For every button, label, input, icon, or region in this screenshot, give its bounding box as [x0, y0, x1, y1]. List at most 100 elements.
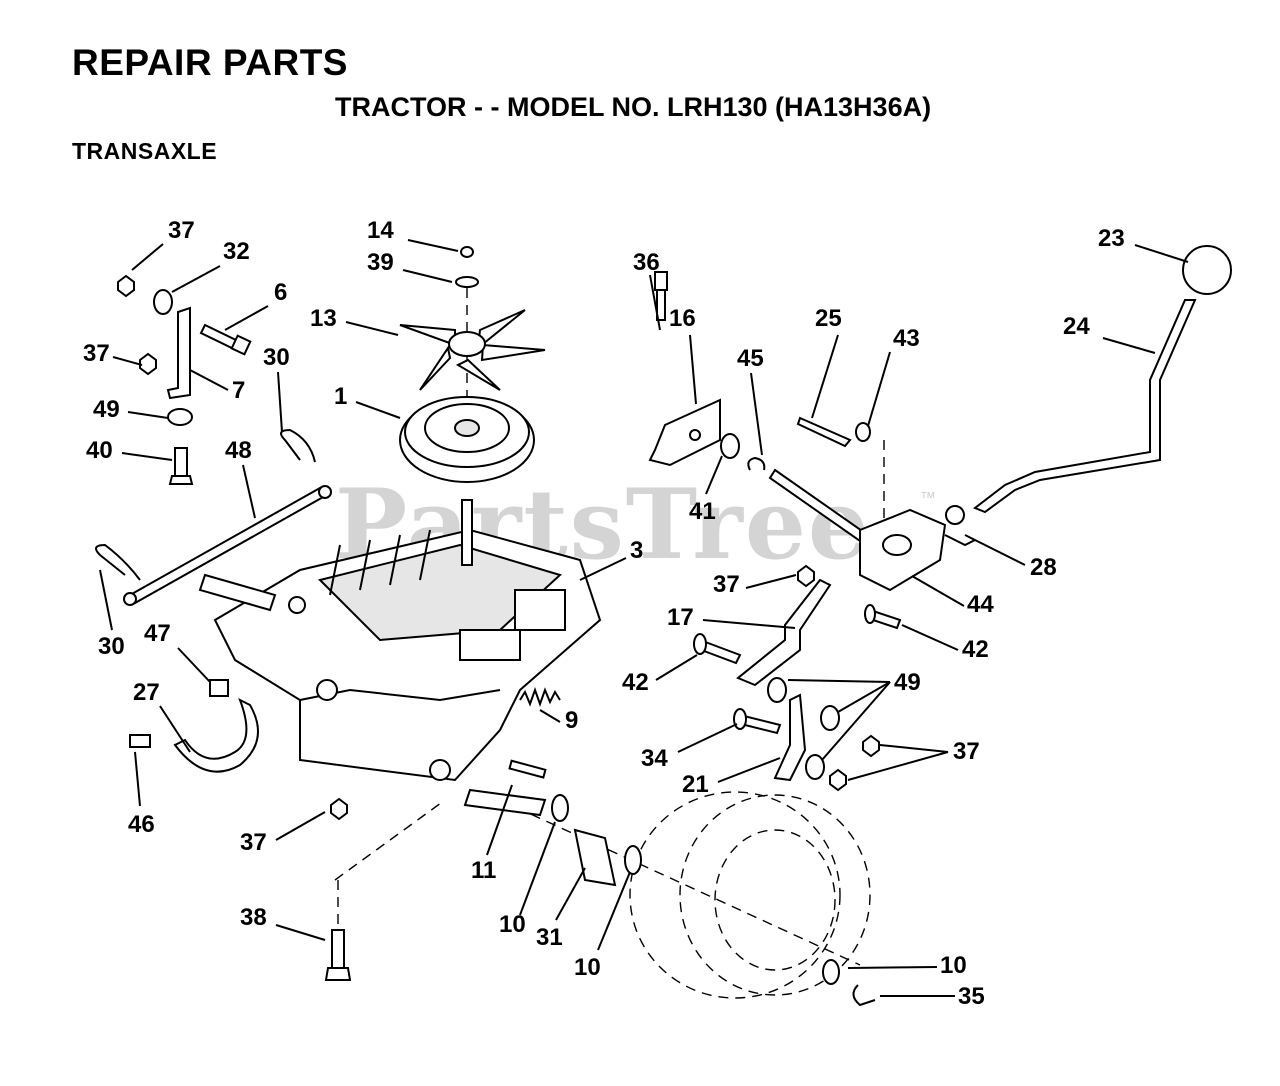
callout-number: 39 — [367, 249, 394, 276]
callout-number: 25 — [815, 305, 842, 332]
leader-line — [275, 811, 326, 841]
leader-lines — [99, 239, 1189, 997]
callout-number: 38 — [240, 904, 267, 931]
callout-number: 42 — [622, 669, 649, 696]
callout-number: 37 — [168, 217, 195, 244]
callout-number: 16 — [669, 305, 696, 332]
callout-number: 36 — [633, 249, 660, 276]
callout-number: 37 — [953, 738, 980, 765]
leader-line — [127, 411, 169, 419]
callout-number: 30 — [98, 633, 125, 660]
watermark-trademark: ™ — [920, 490, 936, 507]
callout-number: 48 — [225, 437, 252, 464]
callout-number: 7 — [232, 377, 245, 404]
callout-number: 24 — [1063, 313, 1090, 340]
callout-number: 41 — [689, 498, 716, 525]
leader-line — [964, 534, 1026, 566]
leader-line — [345, 321, 399, 336]
callout-number: 10 — [940, 952, 967, 979]
callout-number: 28 — [1030, 554, 1057, 581]
leader-line — [655, 654, 698, 681]
leader-line — [745, 574, 797, 589]
leader-line — [911, 575, 965, 607]
leader-line — [705, 455, 723, 495]
callout-number: 31 — [536, 924, 563, 951]
leader-line — [750, 372, 763, 456]
callout-number: 13 — [310, 305, 337, 332]
leader-line — [539, 709, 561, 723]
callout-number: 37 — [83, 340, 110, 367]
leader-line — [407, 239, 459, 252]
callout-number: 27 — [133, 679, 160, 706]
callout-number: 23 — [1098, 225, 1125, 252]
leader-line — [177, 647, 211, 683]
leader-line — [811, 334, 839, 419]
callout-number: 49 — [93, 396, 120, 423]
leader-line — [159, 705, 191, 753]
leader-line — [717, 757, 781, 783]
leader-line — [519, 821, 556, 916]
callout-number: 17 — [667, 604, 694, 631]
leader-line — [702, 619, 796, 629]
leader-line — [1134, 244, 1189, 263]
callout-number: 11 — [471, 857, 496, 884]
leader-line — [879, 744, 949, 753]
callout-number: 47 — [144, 620, 171, 647]
callout-number: 43 — [893, 325, 920, 352]
part-drawings — [95, 245, 1232, 1007]
leader-line — [112, 356, 143, 366]
leader-line — [867, 351, 891, 427]
callout-number: 14 — [367, 217, 394, 244]
callout-number: 37 — [713, 571, 740, 598]
leader-line — [847, 751, 949, 781]
callout-number: 44 — [967, 591, 994, 618]
leader-line — [121, 452, 173, 461]
leader-line — [555, 867, 586, 921]
callout-number: 46 — [128, 811, 155, 838]
leader-line — [355, 401, 401, 419]
callout-number: 35 — [958, 983, 985, 1010]
leader-line — [689, 334, 697, 405]
callout-number: 42 — [962, 636, 989, 663]
leader-line — [402, 269, 453, 283]
callout-number: 40 — [86, 437, 113, 464]
callout-number: 1 — [334, 383, 347, 410]
page-subtitle: TRACTOR - - MODEL NO. LRH130 (HA13H36A) — [335, 92, 932, 122]
callout-number: 45 — [737, 345, 764, 372]
callout-number: 10 — [574, 954, 601, 981]
callout-number: 21 — [682, 771, 709, 798]
callout-number: 30 — [263, 344, 290, 371]
leader-line — [837, 681, 891, 713]
callout-number: 49 — [894, 669, 921, 696]
leader-line — [597, 871, 631, 951]
leader-line — [277, 371, 283, 433]
leader-line — [189, 369, 229, 391]
callout-number: 9 — [565, 707, 578, 734]
leader-line — [677, 723, 738, 753]
leader-line — [99, 569, 113, 631]
leader-line — [486, 784, 513, 856]
callout-number: 32 — [223, 238, 250, 265]
callout-number: 34 — [641, 745, 668, 772]
leader-line — [787, 679, 891, 683]
leader-line — [821, 681, 891, 761]
leader-line — [275, 924, 326, 941]
leader-line — [901, 624, 959, 651]
leader-line — [171, 265, 221, 293]
leader-line — [134, 751, 141, 807]
callout-number: 6 — [274, 279, 287, 306]
section-heading: TRANSAXLE — [72, 138, 218, 164]
page-title: REPAIR PARTS — [72, 42, 348, 83]
leader-line — [649, 274, 661, 331]
leader-line — [847, 966, 938, 969]
leader-line — [131, 243, 164, 271]
leader-line — [1102, 337, 1156, 354]
leader-line — [579, 557, 627, 581]
callout-number: 37 — [240, 829, 267, 856]
leader-line — [242, 464, 256, 519]
leader-line — [224, 305, 269, 331]
callout-number: 3 — [630, 537, 643, 564]
callout-number: 10 — [499, 911, 526, 938]
